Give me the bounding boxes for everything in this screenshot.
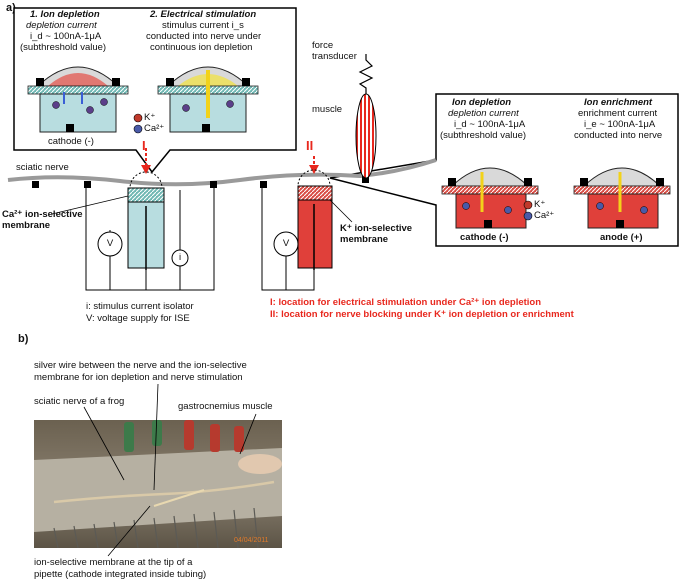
mini-electrode-enrichment <box>573 167 671 229</box>
callout-left-col1-line2: i_d ~ 100nA-1μA <box>30 31 102 42</box>
leader-lines <box>51 195 353 223</box>
schematic-diagram <box>7 7 679 291</box>
callout-right-electrode1-label: cathode (-) <box>460 232 509 243</box>
panel-a-label: a) <box>6 2 16 14</box>
location-1-note: I: location for electrical stimulation u… <box>270 297 542 308</box>
mini-electrode-stimulation <box>157 66 259 133</box>
k-membrane-label-1: K⁺ ion-selective <box>340 223 413 234</box>
ca-membrane-label-2: membrane <box>2 220 51 231</box>
mini-electrode-depletion-left <box>27 66 129 133</box>
legend-v: V: voltage supply for ISE <box>86 313 190 324</box>
k-electrode-top <box>297 185 333 201</box>
site-i-label: I <box>142 138 146 153</box>
panel-b-label: b) <box>18 333 29 345</box>
annotation-sciatic-nerve: sciatic nerve of a frog <box>34 396 125 407</box>
ca-membrane-label-1: Ca²⁺ ion-selective <box>2 209 83 220</box>
k-membrane-label-2: membrane <box>340 234 389 245</box>
callout-right-col2-line1: enrichment current <box>578 108 658 119</box>
callout-right-col1-line1: depletion current <box>448 108 519 119</box>
legend-i: i: stimulus current isolator <box>86 301 194 312</box>
legend-k-left: K⁺ <box>144 112 156 123</box>
frog-nerve-photo: 04/04/2011 <box>34 420 282 548</box>
voltage-source-ca <box>97 231 123 257</box>
force-transducer-spring <box>358 54 374 94</box>
annotation-gastrocnemius: gastrocnemius muscle <box>178 401 273 412</box>
callout-left-col1-line1: depletion current <box>26 20 97 31</box>
current-isolator <box>171 249 189 267</box>
callout-right-electrode2-label: anode (+) <box>600 232 643 243</box>
sciatic-nerve-line <box>7 158 437 187</box>
k-ion-dot-left <box>133 113 143 123</box>
callout-left-col2-line3: continuous ion depletion <box>150 42 253 53</box>
k-electrode-body <box>297 199 333 269</box>
callout-right-col1-line2: i_d ~ 100nA-1μA <box>454 119 526 130</box>
ca-ion-dot-left <box>133 124 143 134</box>
legend-ca-right: Ca²⁺ <box>534 210 555 221</box>
callout-right-col2-title: Ion enrichment <box>584 97 653 108</box>
v-symbol-ca: V <box>106 238 114 249</box>
annotation-membrane-2: pipette (cathode integrated inside tubin… <box>34 569 207 580</box>
k-ion-dot-right <box>523 200 533 210</box>
callout-left-electrode-label: cathode (-) <box>48 136 94 147</box>
i-symbol: i <box>178 252 182 263</box>
annotation-silver-wire-2: membrane for ion depletion and nerve sti… <box>34 372 243 383</box>
ca-electrode-top <box>127 187 165 203</box>
force-transducer-label-2: transducer <box>312 51 357 62</box>
muscle-label: muscle <box>312 104 343 115</box>
callout-right-col1-title: Ion depletion <box>452 97 512 108</box>
callout-right-col2-line3: conducted into nerve <box>574 130 663 141</box>
sciatic-nerve-label: sciatic nerve <box>16 162 69 173</box>
location-2-note: II: location for nerve blocking under K⁺… <box>270 309 574 320</box>
callout-right-col2-line2: i_e ~ 100nA-1μA <box>584 119 656 130</box>
callout-left-col2-line2: conducted into nerve under <box>146 31 262 42</box>
photo-timestamp: 04/04/2011 <box>234 537 269 544</box>
callout-left-col2-title: 2. Electrical stimulation <box>150 9 257 20</box>
mini-electrode-depletion-right <box>441 167 539 229</box>
voltage-source-k <box>273 231 299 257</box>
legend-ca-left: Ca²⁺ <box>144 123 165 134</box>
callout-left-col1-line3: (subthreshold value) <box>20 42 107 53</box>
annotation-membrane-1: ion-selective membrane at the tip of a <box>34 557 193 568</box>
muscle-shape <box>355 93 377 179</box>
force-transducer-label-1: force <box>312 40 334 51</box>
ca-ion-dot-right <box>523 211 533 221</box>
v-symbol-k: V <box>282 238 290 249</box>
nerve-contact-squares <box>32 176 369 188</box>
site-ii-label: II <box>306 138 314 153</box>
circuit-wires <box>85 188 315 291</box>
annotation-silver-wire-1: silver wire between the nerve and the io… <box>34 360 247 371</box>
callout-left-col1-title: 1. Ion depletion <box>30 9 100 20</box>
callout-right-col1-line3: (subthreshold value) <box>440 130 527 141</box>
callout-left-col2-line1: stimulus current i_s <box>162 20 244 31</box>
legend-k-right: K⁺ <box>534 199 546 210</box>
